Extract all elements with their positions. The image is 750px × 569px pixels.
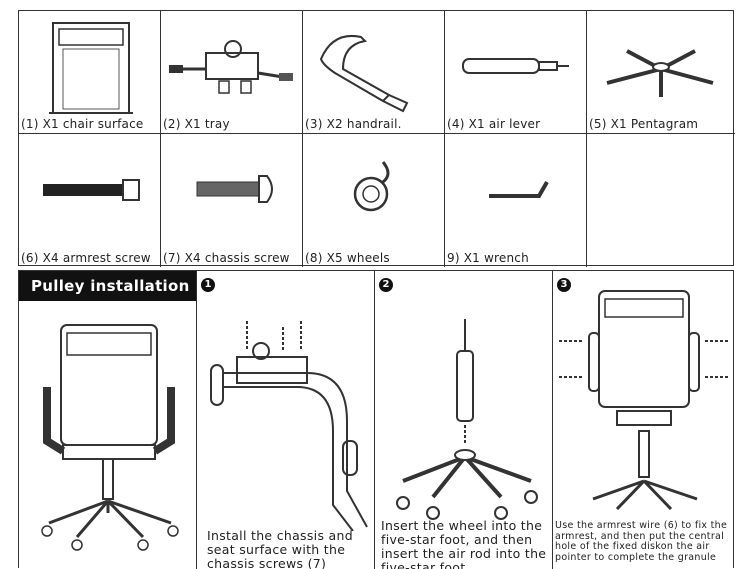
part-label: (2) X1 tray [163,117,230,131]
pentagram-base-icon [606,49,714,97]
part-label: (7) X4 chassis screw [163,251,290,265]
part-cell-chair-surface: (1) X1 chair surface [19,11,161,134]
part-label: (1) X1 chair surface [21,117,144,131]
installation-title: Pulley installation [19,271,196,301]
chassis-screw-icon [196,175,273,203]
step-2-panel: 2 Insert the wheel into the five-star fo… [375,271,553,569]
chassis-mount-diagram [210,321,368,531]
part-cell-handrail: (3) X2 handrail. [303,11,445,134]
installation-intro-panel: Pulley installation [19,271,197,569]
part-cell-air-lever: (4) X1 air lever [445,11,587,134]
tray-icon [169,40,293,94]
step-3-panel: 3 Use the armrest wire (6) to fix the ar… [553,271,735,569]
step-number-badge: 3 [557,278,571,292]
chair-surface-icon [49,22,133,114]
installation-section: Pulley installation 1 [18,270,735,569]
handrail-icon [319,35,409,113]
part-cell-pentagram: (5) X1 Pentagram [587,11,735,134]
part-cell-tray: (2) X1 tray [161,11,303,134]
part-cell-wrench: 9) X1 wrench [445,134,587,267]
wrench-icon [489,181,549,198]
step-1-caption: Install the chassis and seat surface wit… [207,528,353,569]
part-cell-empty [587,134,735,267]
part-cell-chassis-screw: (7) X4 chassis screw [161,134,303,267]
parts-grid: (1) X1 chair surface (2) X1 tray (3) X2 … [18,10,735,267]
armrest-screw-icon [43,179,140,201]
step-number-badge: 2 [379,278,393,292]
part-label: 9) X1 wrench [447,251,529,265]
armrest-mount-diagram [559,290,729,511]
part-cell-wheels: (8) X5 wheels [303,134,445,267]
base-and-gas-lift-diagram [396,319,538,520]
assembled-chair-icon [41,324,179,551]
part-label: (5) X1 Pentagram [589,117,699,131]
part-label: (8) X5 wheels [305,251,390,265]
part-cell-armrest-screw: (6) X4 armrest screw [19,134,161,267]
part-label: (3) X2 handrail. [305,117,402,131]
step-2-caption: Insert the wheel into the five-star foot… [381,518,547,569]
wheel-icon [353,161,390,212]
step-3-caption: Use the armrest wire (6) to fix the armr… [555,520,728,563]
step-number-badge: 1 [201,278,215,292]
part-label: (4) X1 air lever [447,117,541,131]
part-label: (6) X4 armrest screw [21,251,151,265]
step-1-panel: 1 Install the chassis and seat surface w… [197,271,375,569]
air-lever-icon [462,58,569,74]
